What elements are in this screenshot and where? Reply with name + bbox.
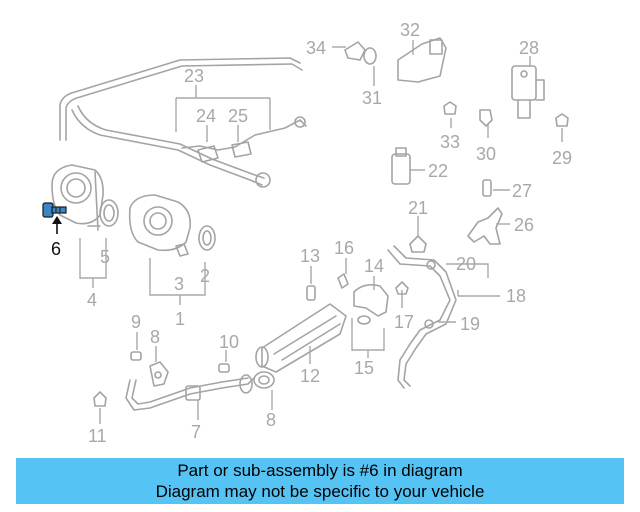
label-5: 5 [100,247,110,267]
clip-17 [395,281,409,295]
label-6: 6 [51,239,61,259]
bracket-32 [397,37,447,83]
sensor-30 [479,109,493,127]
label-7: 7 [191,422,201,442]
gasket-8-lower [253,371,275,389]
info-banner: Part or sub-assembly is #6 in diagram Di… [16,458,624,504]
clip-33 [443,101,457,115]
label-31: 31 [362,88,382,108]
turbo-housing-4 [51,164,104,231]
label-8b: 8 [266,410,276,430]
label-1: 1 [175,309,185,329]
cap-21 [409,235,427,253]
gasket-8-upper [149,361,169,387]
connector-24 [197,145,219,163]
label-21: 21 [408,198,428,218]
label-18: 18 [506,286,526,306]
egr-cooler-12 [255,303,347,373]
turbo-housing-1 [128,194,192,252]
label-25: 25 [228,106,248,126]
label-12: 12 [300,366,320,386]
label-26: 26 [514,215,534,235]
label-24: 24 [196,106,216,126]
banner-line-2: Diagram may not be specific to your vehi… [155,482,485,501]
leader-18 [457,290,500,297]
connector-25 [231,141,252,158]
bolt-9 [130,351,142,361]
leader-23 [175,85,271,132]
label-29: 29 [552,148,572,168]
bracket-26 [467,207,503,245]
valve-22 [391,147,411,185]
label-28: 28 [519,38,539,58]
label-2: 2 [200,266,210,286]
leader-20 [446,263,489,278]
bolt-16 [337,273,349,289]
label-3: 3 [174,274,184,294]
label-8a: 8 [150,327,160,347]
label-15: 15 [354,358,374,378]
bolt-3 [175,243,189,257]
bolt-13 [306,285,316,301]
nut-11 [93,391,107,407]
pipe-18 [387,245,457,389]
label-4: 4 [87,290,97,310]
label-22: 22 [428,161,448,181]
label-32: 32 [400,20,420,40]
bolt-6-highlighted [42,202,67,218]
label-9: 9 [131,312,141,332]
banner-line-1: Part or sub-assembly is #6 in diagram [177,461,463,480]
gasket-5 [99,199,119,227]
bolt-10 [218,363,230,373]
label-13: 13 [300,246,320,266]
label-17: 17 [394,312,414,332]
label-11: 11 [88,426,107,446]
gasket-2 [198,225,216,251]
label-16: 16 [334,238,354,258]
bracket-34 [344,41,377,65]
label-34: 34 [306,38,326,58]
label-27: 27 [512,181,532,201]
pipe-14 [353,284,389,325]
clip-29 [555,113,569,127]
label-14: 14 [364,256,384,276]
leader-4 [79,238,107,288]
label-19: 19 [460,314,480,334]
pipe-assembly-23 [59,57,307,188]
leader-15 [351,318,385,358]
parts-diagram: 1 2 3 4 5 6 7 8 8 9 10 11 12 13 14 15 16… [42,20,572,446]
label-10: 10 [219,332,239,352]
solenoid-28 [511,65,545,119]
leader-6-arrow [52,216,62,224]
label-20: 20 [456,254,476,274]
label-33: 33 [440,132,460,152]
label-23: 23 [184,66,204,86]
leader-1 [149,258,206,305]
pipe-7 [125,374,255,411]
bolt-27 [482,179,492,197]
label-30: 30 [476,144,496,164]
